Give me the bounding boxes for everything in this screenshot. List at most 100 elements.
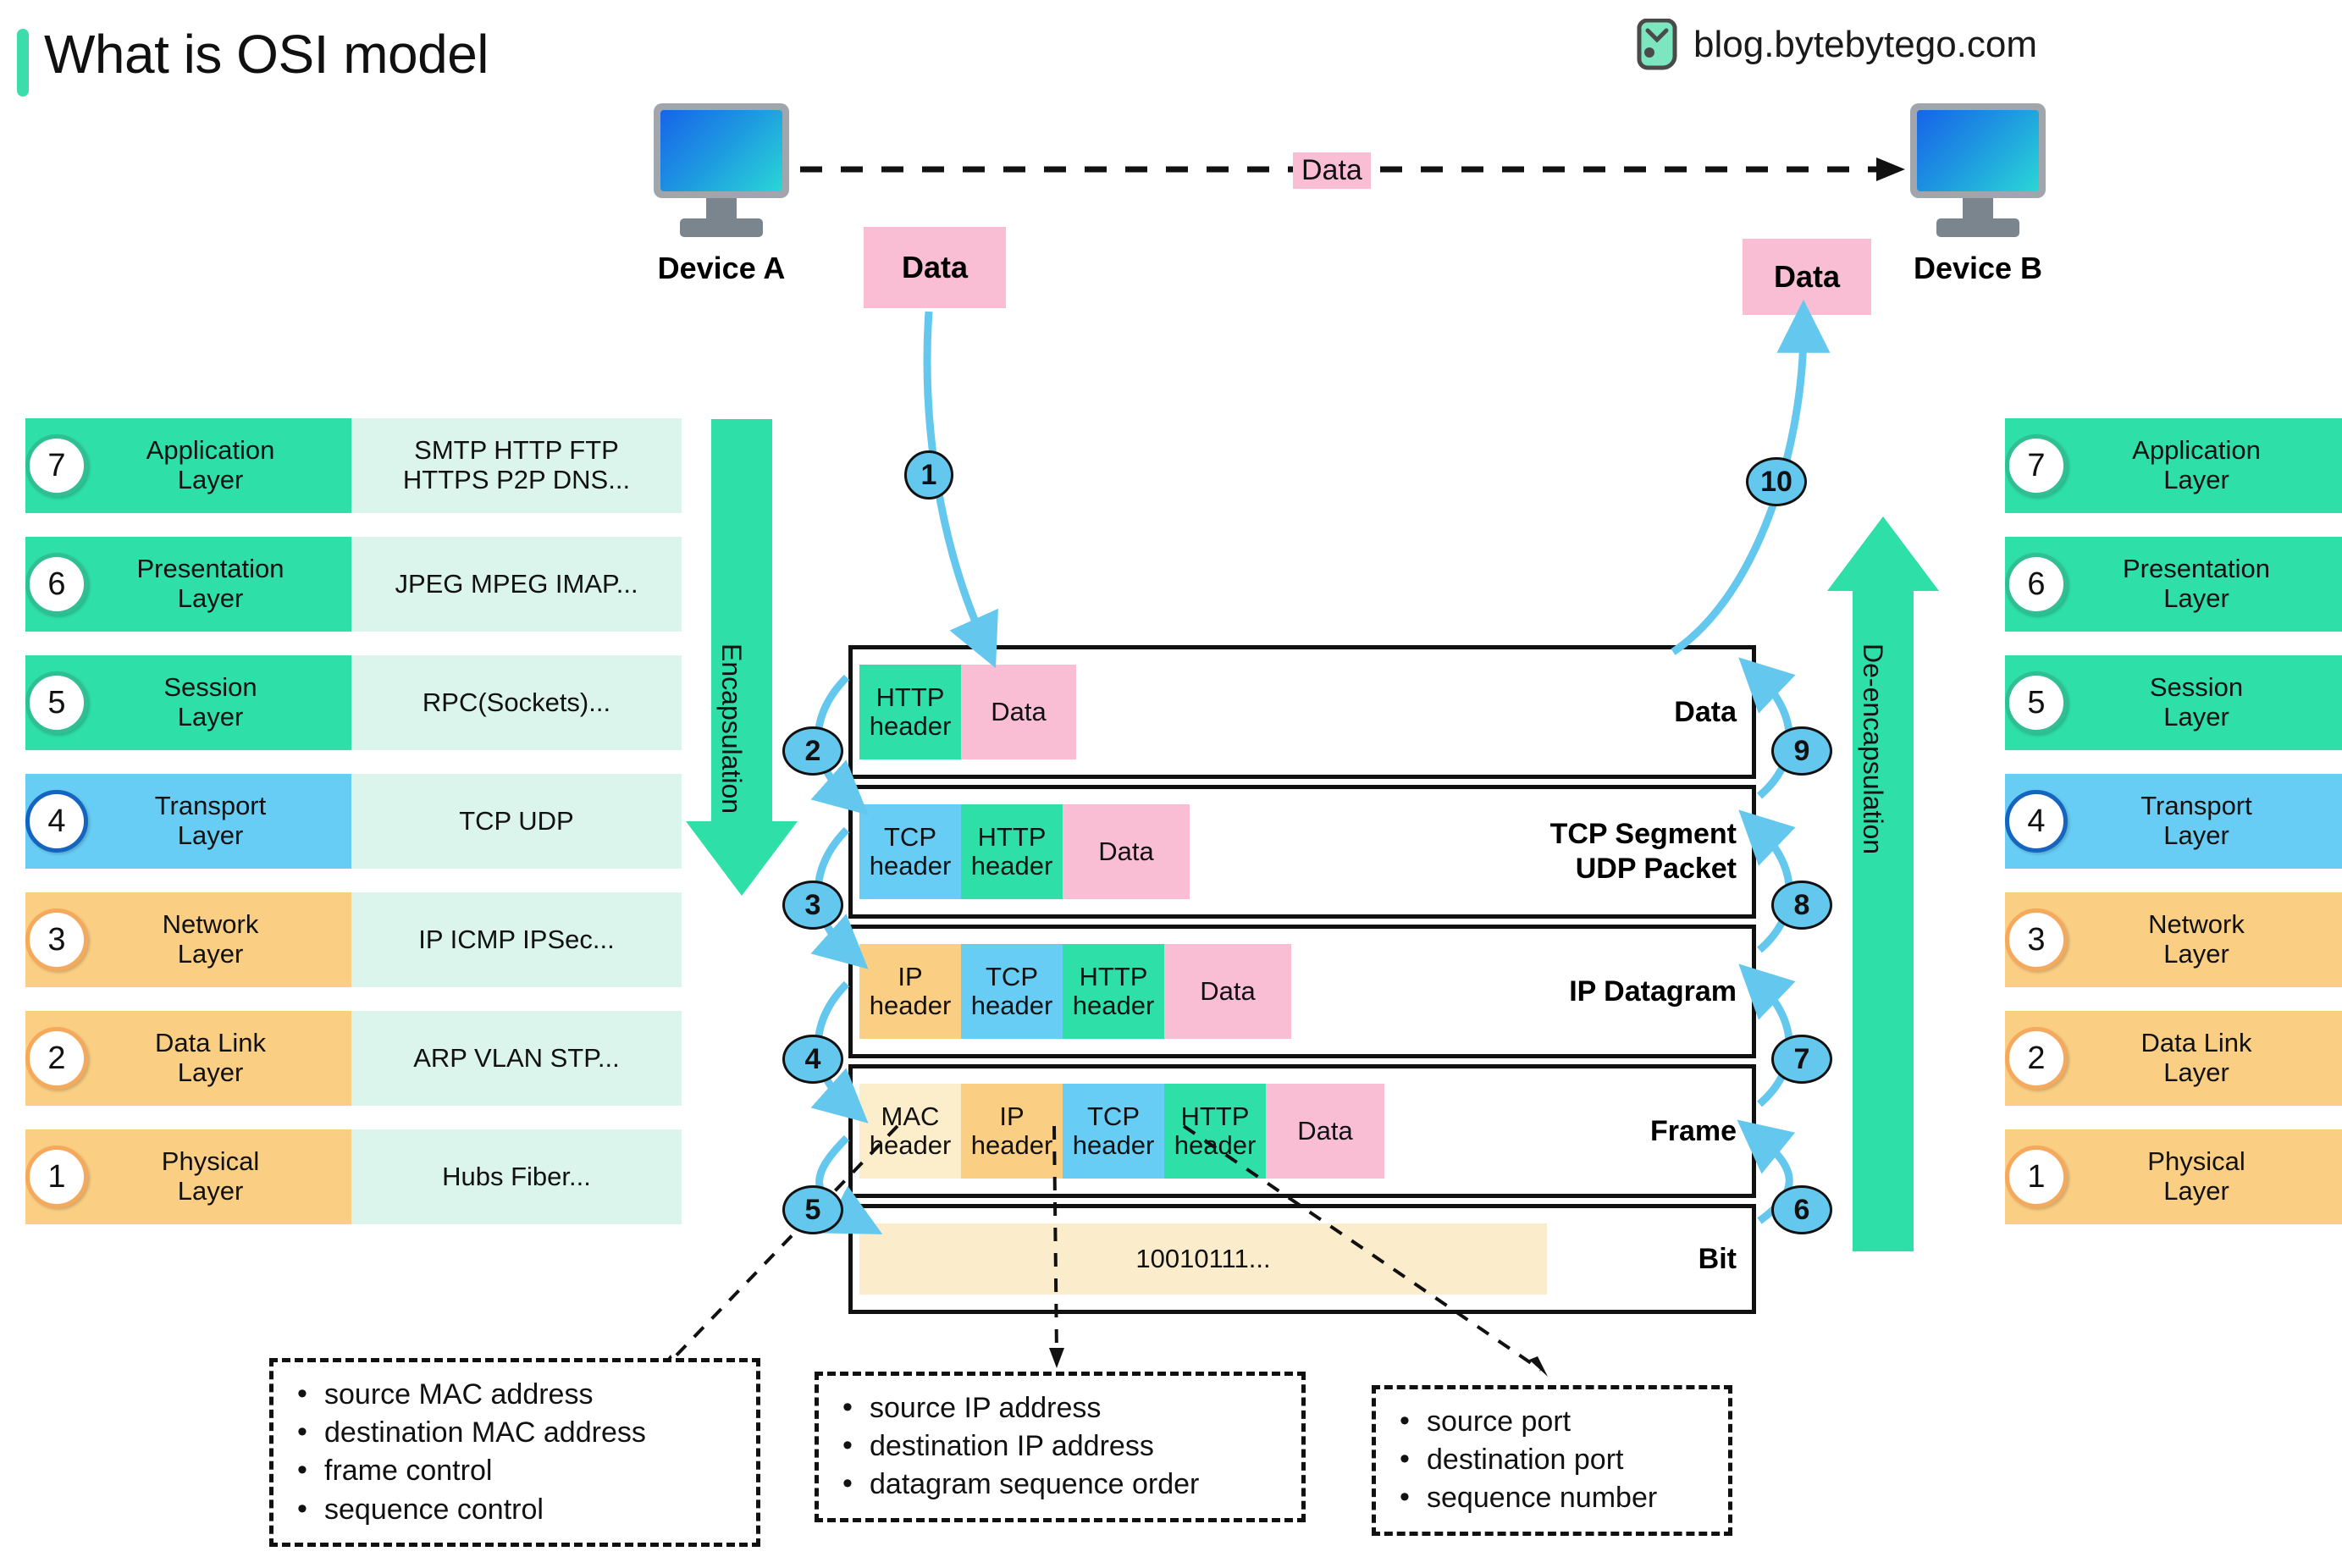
callout-item: datagram sequence order <box>831 1465 1286 1504</box>
pdu-cell-data: Data <box>1164 944 1291 1039</box>
step-6: 6 <box>1771 1185 1832 1234</box>
osi-layer-number-3: 3 <box>2005 908 2068 971</box>
osi-layer-number-6: 6 <box>25 553 88 616</box>
device-b: Device B <box>1910 103 2046 286</box>
callout-item: source MAC address <box>285 1375 741 1414</box>
title-accent-bar <box>17 29 29 97</box>
osi-layer-number-5: 5 <box>2005 671 2068 734</box>
callout-item: source IP address <box>831 1389 1286 1427</box>
device-b-label: Device B <box>1913 251 2043 285</box>
osi-protocols-3: IP ICMP IPSec... <box>351 892 682 987</box>
osi-layer-number-1: 1 <box>25 1146 88 1208</box>
device-a: Device A <box>654 103 789 286</box>
osi-layer-number-3: 3 <box>25 908 88 971</box>
callout-list: source IP addressdestination IP addressd… <box>831 1389 1286 1505</box>
monitor-icon <box>1910 103 2046 198</box>
osi-layer-number-7: 7 <box>2005 434 2068 497</box>
pdu-label-5: Bit <box>1698 1242 1737 1275</box>
callout-item: destination MAC address <box>285 1413 741 1452</box>
callout-item: sequence number <box>1388 1478 1713 1517</box>
brand-label: blog.bytebytego.com <box>1693 24 2038 65</box>
callout-item: destination IP address <box>831 1427 1286 1466</box>
ip-header-details-callout: source IP addressdestination IP addressd… <box>815 1372 1306 1522</box>
osi-layer-number-2: 2 <box>25 1027 88 1090</box>
step-7: 7 <box>1771 1035 1832 1084</box>
step-5: 5 <box>782 1185 843 1234</box>
step-10: 10 <box>1746 457 1807 506</box>
step-3: 3 <box>782 881 843 930</box>
osi-layer-number-6: 6 <box>2005 553 2068 616</box>
osi-layer-number-2: 2 <box>2005 1027 2068 1090</box>
callout-item: source port <box>1388 1402 1713 1441</box>
data-chip-source: Data <box>864 227 1006 308</box>
osi-protocols-6: JPEG MPEG IMAP... <box>351 537 682 632</box>
pdu-label-1: Data <box>1674 695 1737 728</box>
bytebytego-logo-icon <box>1634 18 1680 71</box>
deencapsulation-label: De-encapsulation <box>1858 643 1888 855</box>
osi-layer-number-7: 7 <box>25 434 88 497</box>
osi-protocols-5: RPC(Sockets)... <box>351 655 682 750</box>
step-4: 4 <box>782 1035 843 1084</box>
device-a-label: Device A <box>657 251 786 285</box>
pdu-row-5: 10010111... Bit <box>848 1204 1756 1314</box>
step-2: 2 <box>782 726 843 776</box>
encapsulation-label: Encapsulation <box>716 643 747 814</box>
pdu-cell-data: Data <box>1266 1084 1384 1179</box>
step-9: 9 <box>1771 726 1832 776</box>
pdu-cell-10010111-: 10010111... <box>859 1223 1547 1295</box>
tcp-header-details-callout: source portdestination portsequence numb… <box>1372 1385 1732 1536</box>
osi-protocols-2: ARP VLAN STP... <box>351 1011 682 1106</box>
pdu-cell-data: Data <box>1063 804 1190 899</box>
callout-list: source portdestination portsequence numb… <box>1388 1402 1713 1518</box>
link-data-label: Data <box>1293 152 1371 189</box>
